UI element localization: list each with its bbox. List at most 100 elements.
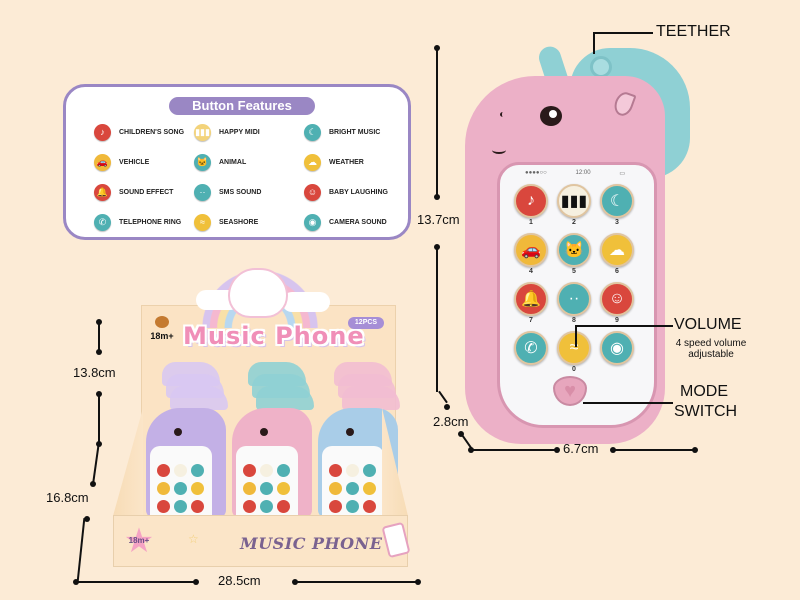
box-title: Music Phone <box>183 322 365 350</box>
feature-label: BRIGHT MUSIC <box>329 128 381 136</box>
key-number: 5 <box>572 268 576 275</box>
dim-dot <box>415 579 421 585</box>
keypad-key[interactable]: ▮▮▮2 <box>556 184 592 227</box>
keypad-key[interactable]: ☺9 <box>599 282 635 325</box>
signal-icon: ●●●●○○ <box>525 170 547 176</box>
dim-line-height-top <box>436 48 438 196</box>
volume-description-2: adjustable <box>688 349 734 360</box>
message-bubble-icon: ·· <box>557 282 591 316</box>
teether-leader-vertical <box>593 32 595 54</box>
status-time: 12:00 <box>575 170 591 176</box>
mini-key <box>157 500 170 513</box>
mini-key <box>277 464 290 477</box>
feature-item: 🚗VEHICLE <box>94 153 194 171</box>
button-features-title: Button Features <box>169 97 315 115</box>
unicorn-smile <box>492 146 506 154</box>
camera-icon: ◉ <box>600 331 634 365</box>
dim-dot <box>434 45 440 51</box>
button-features-grid: ♪CHILDREN'S SONG▮▮▮HAPPY MIDI☾BRIGHT MUS… <box>94 123 404 231</box>
feature-item: 🔔SOUND EFFECT <box>94 183 194 201</box>
key-number: 4 <box>529 268 533 275</box>
keypad-key[interactable]: 🔔7 <box>513 282 549 325</box>
telephone-icon: ✆ <box>94 213 111 231</box>
dim-dot <box>468 447 474 453</box>
mode-switch-button[interactable]: ♥ <box>553 376 587 406</box>
mini-key <box>174 464 187 477</box>
mini-phone-screen <box>236 446 298 531</box>
dim-line-box-bottom <box>76 518 86 582</box>
feature-label: CHILDREN'S SONG <box>119 128 185 136</box>
dim-line-height-bottom <box>436 246 438 392</box>
mini-key <box>243 500 256 513</box>
dim-dot <box>434 244 440 250</box>
baby-face-icon: ☺ <box>304 183 321 201</box>
keypad-key[interactable]: ≈0 <box>556 331 592 374</box>
feature-item: ☾ BRIGHT MUSIC <box>304 123 404 141</box>
bell-icon: 🔔 <box>514 282 548 316</box>
feature-label: BABY LAUGHING <box>329 188 388 196</box>
moon-star-icon: ☾ <box>600 184 634 218</box>
battery-icon: ▭ <box>619 171 625 177</box>
mini-key <box>191 500 204 513</box>
unicorn-eye <box>540 106 562 126</box>
dim-line-width-right <box>613 449 697 451</box>
keypad-key[interactable]: ☾3 <box>599 184 635 227</box>
cloud-icon: ☁ <box>600 233 634 267</box>
car-icon: 🚗 <box>514 233 548 267</box>
keypad-key[interactable]: ♪1 <box>513 184 549 227</box>
front-age-label: 18m+ <box>128 536 150 545</box>
feature-item: ☺ BABY LAUGHING <box>304 183 404 201</box>
mini-key <box>277 500 290 513</box>
key-number: 9 <box>615 317 619 324</box>
mini-key <box>329 464 342 477</box>
dim-dot <box>90 481 96 487</box>
dim-phone-depth: 2.8cm <box>433 414 469 429</box>
count-badge: 12PCS <box>348 317 384 329</box>
mini-key <box>260 500 273 513</box>
dim-box-width: 28.5cm <box>218 573 261 588</box>
mini-key <box>174 482 187 495</box>
feature-label: SMS SOUND <box>219 188 262 196</box>
volume-leader-vertical <box>575 325 577 347</box>
moon-star-icon: ☾ <box>304 123 321 141</box>
button-features-panel: Button Features ♪CHILDREN'S SONG▮▮▮HAPPY… <box>63 84 411 240</box>
mini-key <box>346 482 359 495</box>
dim-line-box-lower <box>92 443 100 483</box>
mini-key <box>243 464 256 477</box>
mini-key <box>329 500 342 513</box>
dim-phone-width: 6.7cm <box>563 441 599 456</box>
feature-label: ANIMAL <box>219 158 247 166</box>
keypad-key[interactable]: 🐱5 <box>556 233 592 276</box>
keypad-key[interactable]: ··8 <box>556 282 592 325</box>
mini-key <box>363 482 376 495</box>
display-box-front <box>113 515 408 567</box>
dim-box-total-height: 16.8cm <box>46 490 89 505</box>
mode-label-2: SWITCH <box>674 403 738 420</box>
feature-item: ✆TELEPHONE RING <box>94 213 194 231</box>
feature-label: VEHICLE <box>119 158 150 166</box>
mini-key <box>260 464 273 477</box>
heart-icon: ♥ <box>564 379 576 402</box>
keypad-key[interactable]: ☁6 <box>599 233 635 276</box>
dim-line-depth-top <box>438 390 448 404</box>
keypad-key[interactable]: ◉ <box>599 331 635 374</box>
unicorn-nostril <box>500 112 506 117</box>
dim-dot <box>434 194 440 200</box>
keypad-key[interactable]: ✆ <box>513 331 549 374</box>
dim-dot <box>692 447 698 453</box>
cloud-icon: ☁ <box>304 153 321 171</box>
age-label: 18m+ <box>150 331 174 341</box>
mini-unicorn-eye <box>346 428 354 436</box>
keypad-key[interactable]: 🚗4 <box>513 233 549 276</box>
wave-icon: ≈ <box>557 331 591 365</box>
mini-phone-mane <box>342 386 400 410</box>
piano-keys-icon: ▮▮▮ <box>194 123 211 141</box>
dim-dot <box>96 349 102 355</box>
mini-key <box>363 500 376 513</box>
star-icon: ★ <box>123 522 155 560</box>
dim-line-box-width-right <box>295 581 417 583</box>
camera-icon: ◉ <box>304 213 321 231</box>
key-number: 8 <box>572 317 576 324</box>
feature-item: ··SMS SOUND <box>194 183 304 201</box>
unicorn-illustration <box>228 268 288 318</box>
